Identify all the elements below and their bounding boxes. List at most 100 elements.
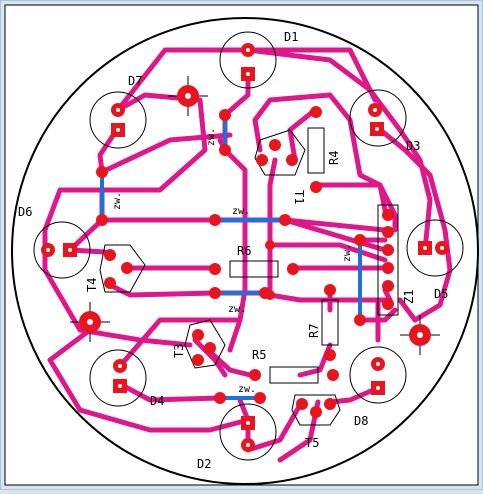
led-d7-outline: [89, 91, 147, 149]
pad-r4-2: [310, 181, 322, 193]
connector-z1-body: [377, 204, 399, 316]
label-zw-bottom: zw.: [238, 384, 256, 395]
trace-d1-d3: [247, 47, 378, 103]
hole: [375, 127, 379, 131]
trace-zw-right-bottom: [357, 307, 398, 323]
hole: [440, 246, 444, 250]
trace-d4-zw: [117, 381, 223, 403]
label-r5: R5: [252, 348, 266, 362]
pad-z1-4: [382, 262, 394, 274]
trace-r4-z1: [312, 182, 398, 233]
label-d8: D8: [354, 414, 368, 428]
wire-bridge-labels: zw. zw. zw. zw. zw. zw.: [112, 128, 353, 395]
pad-zw-midbot-1: [209, 287, 221, 299]
label-t3: T3: [172, 344, 186, 358]
pad-r6-1: [209, 263, 221, 275]
pad-misc-2: [265, 290, 275, 300]
pad-t3-1: [192, 329, 204, 341]
pad-t5-1: [296, 398, 308, 410]
pad-zw-midtop-2: [279, 214, 291, 226]
transistor-t1-outline: [254, 129, 306, 176]
label-zw-left: zw.: [112, 192, 123, 210]
label-zw-mid-top: zw.: [232, 206, 250, 217]
led-d4-outline: [89, 349, 147, 407]
label-d1: D1: [284, 30, 298, 44]
hole: [246, 421, 250, 425]
pad-zw-left-2: [96, 214, 108, 226]
pad-zw-left-1: [96, 166, 108, 178]
hole: [246, 443, 250, 447]
led-d6-outline: [33, 221, 91, 279]
label-d4: D4: [150, 394, 164, 408]
pad-z1-6: [382, 298, 394, 310]
resistor-r4-body: [307, 127, 325, 174]
label-d5: D5: [434, 287, 448, 301]
label-zw-top: zw.: [206, 128, 217, 146]
trace-d4-up: [117, 317, 243, 369]
pad-zw-right-2: [354, 314, 366, 326]
label-d6: D6: [18, 205, 32, 219]
hole: [116, 108, 120, 112]
led-d8-outline: [349, 346, 407, 404]
hole: [68, 248, 72, 252]
pad-z1-3: [382, 244, 394, 256]
pad-z1-1: [382, 209, 394, 221]
pad-z1-2: [382, 226, 394, 238]
pad-zw-top-1: [219, 109, 231, 121]
trace-lower-mid: [267, 287, 393, 303]
hole: [116, 128, 120, 132]
hole: [417, 332, 423, 338]
pad-r7-2: [324, 349, 336, 361]
pad-r4-1: [310, 106, 322, 118]
transistor-t5-outline: [291, 394, 341, 426]
trace-t5-d2: [245, 402, 303, 453]
label-r4: R4: [327, 151, 341, 165]
trace-r6-z1-b: [267, 242, 388, 263]
trace-outer-right: [245, 47, 433, 253]
transistor-t4-outline: [99, 244, 146, 293]
trace-d1-d7: [115, 47, 251, 113]
led-d5-outline: [406, 219, 464, 277]
pad-t1-3: [286, 154, 298, 166]
pad-misc-1: [265, 240, 275, 250]
label-zw-right: zw.: [342, 244, 353, 262]
resistor-r7-body: [321, 299, 339, 346]
hole: [376, 362, 380, 366]
pad-t1-2: [256, 154, 268, 166]
pad-t1-1: [269, 139, 281, 151]
resistor-r6-body: [229, 260, 279, 278]
hole: [373, 108, 377, 112]
pad-r5-2: [327, 369, 339, 381]
pad-zw-bottom-1: [214, 392, 226, 404]
hole: [46, 248, 50, 252]
resistor-r5-body: [269, 366, 319, 384]
trace-t3-r5-b: [205, 347, 253, 378]
trace-upper-left: [99, 132, 233, 175]
label-t5: T5: [305, 436, 319, 450]
trace-lower-loop: [47, 327, 251, 433]
pad-holes: [46, 48, 444, 447]
pad-r7-1: [324, 284, 336, 296]
pad-zw-bottom-2: [254, 392, 266, 404]
hole: [246, 48, 250, 52]
label-t4: T4: [85, 278, 99, 292]
hole: [118, 384, 122, 388]
label-d2: D2: [197, 457, 211, 471]
pad-t4-3: [104, 277, 116, 289]
trace-t3-r5: [192, 337, 228, 378]
pad-t3-3: [192, 354, 204, 366]
hole: [87, 319, 93, 325]
pad-r6-2: [287, 263, 299, 275]
hole: [376, 386, 380, 390]
label-r7: R7: [307, 324, 321, 338]
label-d3: D3: [406, 139, 420, 153]
pad-zw-right-1: [354, 234, 366, 246]
pad-t4-1: [104, 249, 116, 261]
hole: [423, 246, 427, 250]
pad-t5-3: [324, 398, 336, 410]
hole: [246, 72, 250, 76]
led-d1-outline: [219, 31, 277, 89]
pad-t4-2: [121, 262, 133, 274]
